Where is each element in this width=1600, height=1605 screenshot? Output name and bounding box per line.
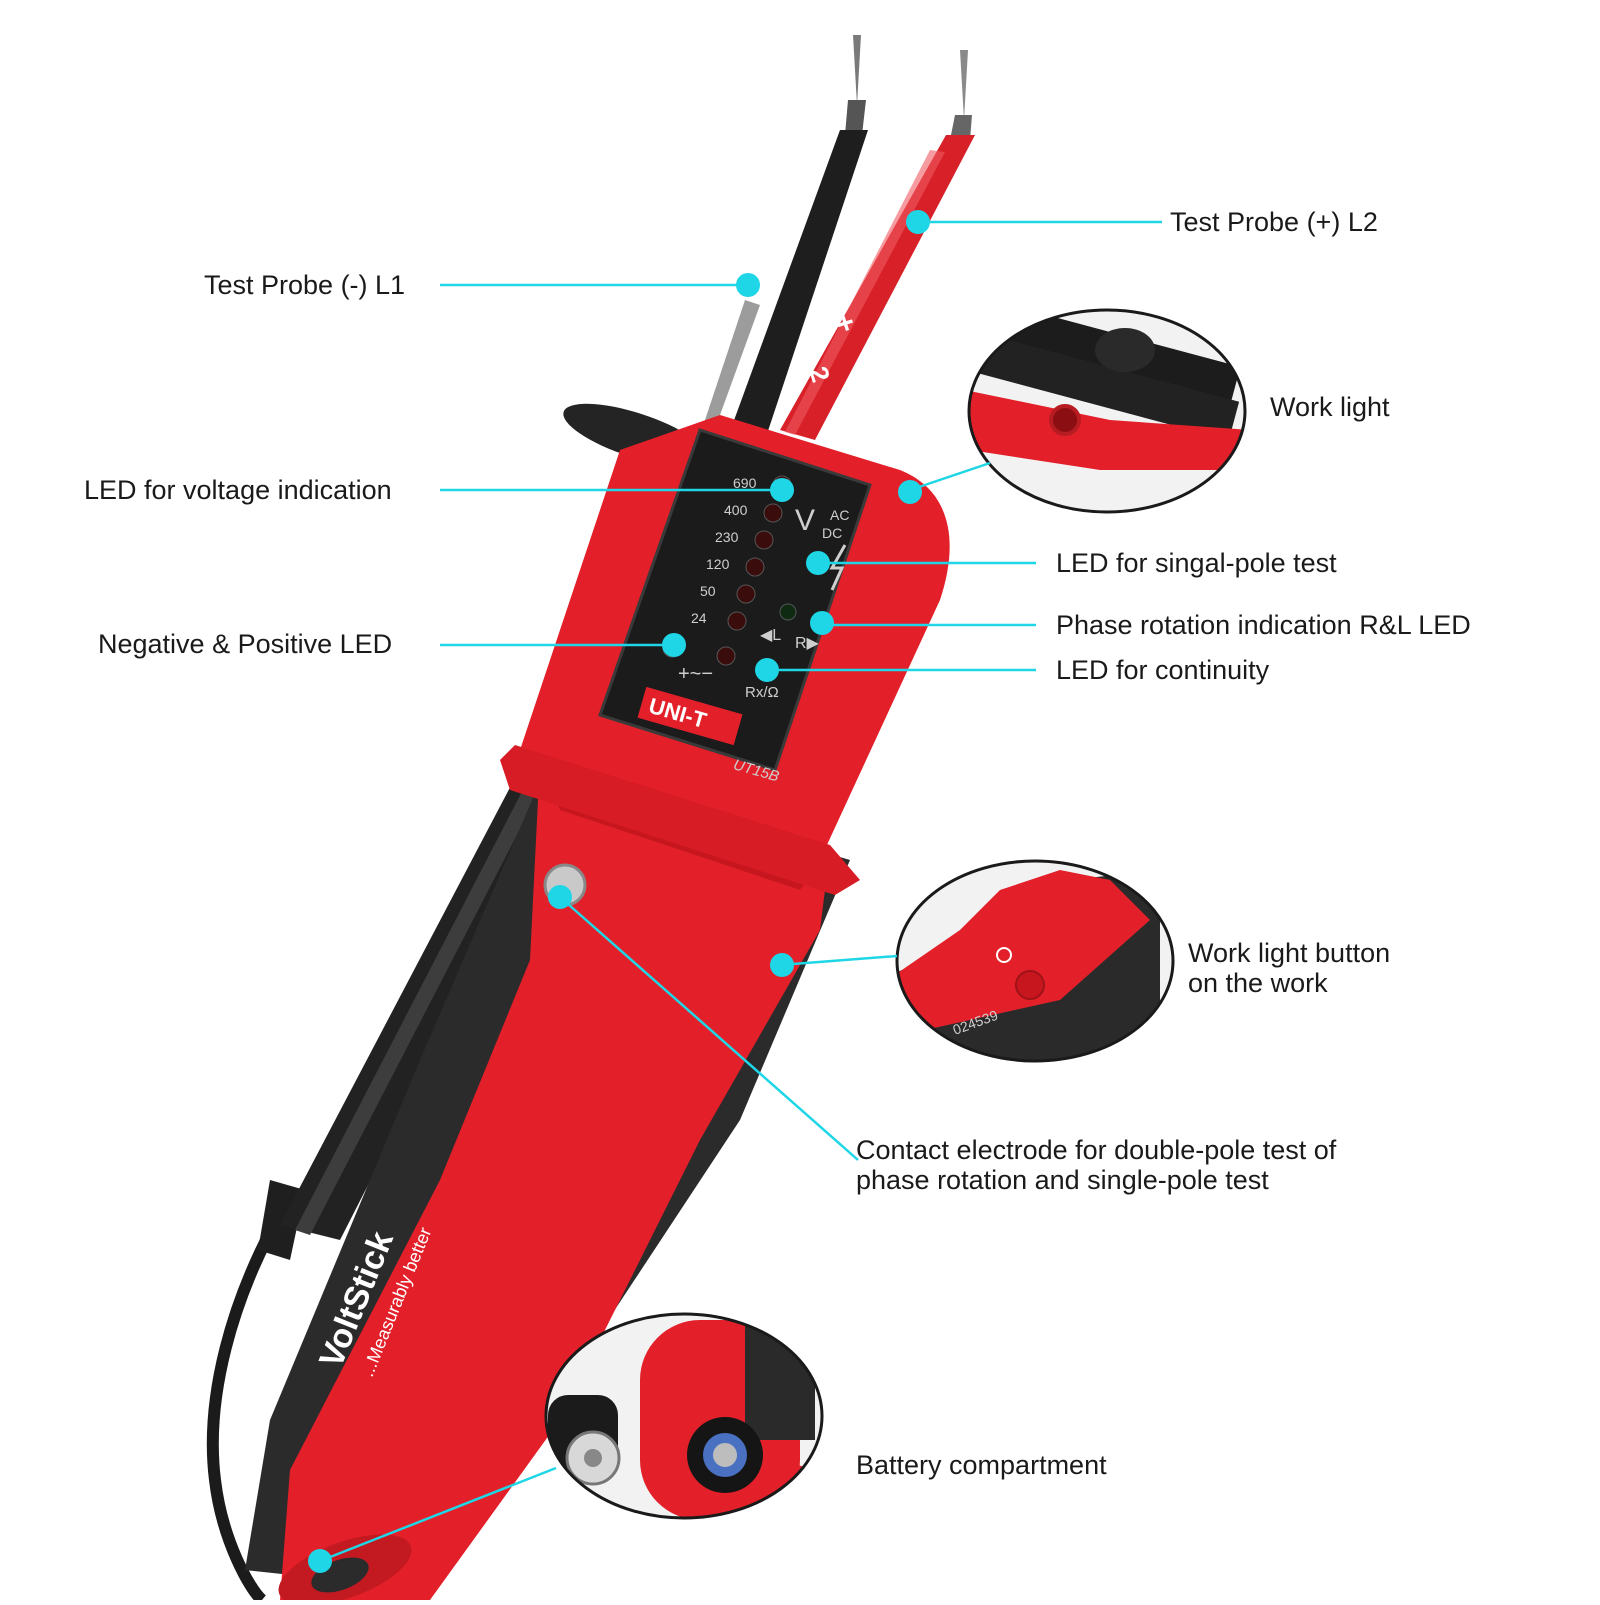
voltage-led-230 <box>754 530 774 550</box>
label-battery: Battery compartment <box>856 1450 1107 1480</box>
rotation-r-mark: R▶ <box>795 635 820 652</box>
sun-icon <box>996 947 1012 963</box>
label-work-light-button-line1: Work light button <box>1188 938 1391 968</box>
label-continuity-led: LED for continuity <box>1056 655 1270 685</box>
rotation-led-l <box>779 603 797 621</box>
dot-single-pole-led <box>806 551 830 575</box>
label-contact-electrode-line1: Contact electrode for double-pole test o… <box>856 1135 1337 1165</box>
label-single-pole-led: LED for singal-pole test <box>1056 548 1337 578</box>
work-light-lens <box>1049 404 1081 436</box>
dot-voltage-led <box>770 478 794 502</box>
inset-work-light-button: 024539 <box>895 859 1175 1063</box>
lightning-icon <box>829 544 847 591</box>
leader-dots <box>308 210 930 1573</box>
label-work-light: Work light <box>1270 392 1390 422</box>
scale-24: 24 <box>691 610 707 626</box>
label-phase-rotation-led: Phase rotation indication R&L LED <box>1056 610 1471 640</box>
scale-230: 230 <box>715 529 739 545</box>
tester-head: 690 400 230 120 50 24 V AC DC ◀L R▶ +~− … <box>500 415 950 895</box>
voltage-led-400 <box>763 503 783 523</box>
probe-cable <box>206 1201 291 1605</box>
inset-battery <box>544 1312 824 1520</box>
polarity-marks: +~− <box>678 663 713 685</box>
dot-continuity-led <box>755 658 779 682</box>
scale-690: 690 <box>733 475 757 491</box>
brand-logo-plate <box>637 686 743 746</box>
dot-work-light <box>898 480 922 504</box>
scale-400: 400 <box>724 502 748 518</box>
dot-work-light-button <box>770 953 794 977</box>
label-probe-minus: Test Probe (-) L1 <box>204 270 406 300</box>
dot-probe-plus <box>906 210 930 234</box>
dot-probe-minus <box>736 273 760 297</box>
positive-led <box>716 646 736 666</box>
continuity-mark: Rx/Ω <box>745 684 779 701</box>
dot-polarity-led <box>662 633 686 657</box>
label-work-light-button-line2: on the work <box>1188 968 1328 998</box>
leader-lines <box>319 220 1162 1563</box>
dot-contact-electrode <box>548 885 572 909</box>
scale-50: 50 <box>700 583 716 599</box>
rotation-l-mark: ◀L <box>760 627 781 644</box>
dc-label: DC <box>822 525 842 541</box>
label-contact-electrode-line2: phase rotation and single-pole test <box>856 1165 1269 1195</box>
voltage-led-120 <box>745 557 765 577</box>
inset-work-light <box>967 308 1247 514</box>
scale-120: 120 <box>706 556 730 572</box>
ac-label: AC <box>830 507 849 523</box>
label-polarity-led: Negative & Positive LED <box>98 629 393 659</box>
dot-battery <box>308 1549 332 1573</box>
voltage-led-24 <box>727 611 747 631</box>
label-contact-electrode: Contact electrode for double-pole test o… <box>856 1135 1416 1195</box>
voltage-led-50 <box>736 584 756 604</box>
label-voltage-led: LED for voltage indication <box>84 475 392 505</box>
probe-minus-mark: L1 <box>694 321 732 359</box>
dot-rotation-led <box>810 611 834 635</box>
work-light-button <box>1015 970 1045 1000</box>
label-probe-plus: Test Probe (+) L2 <box>1170 207 1378 237</box>
label-work-light-button: Work light button on the work <box>1188 938 1488 998</box>
voltage-unit: V <box>795 504 815 537</box>
